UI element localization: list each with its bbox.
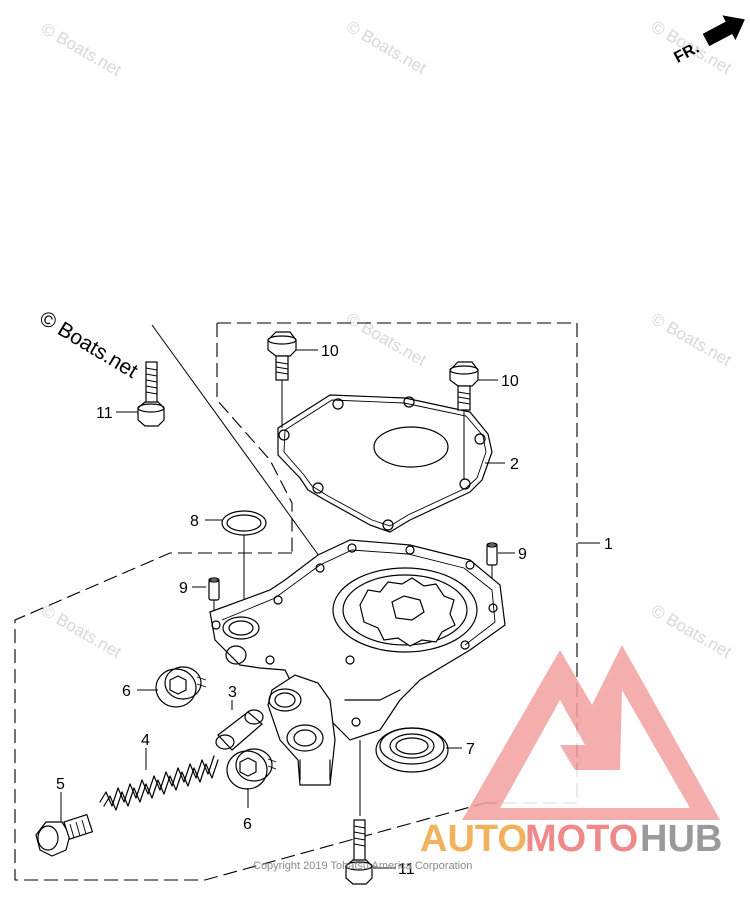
callout-11-lower: 11 bbox=[398, 861, 415, 878]
plug-screw-upper bbox=[155, 666, 207, 708]
bolt-11-upper bbox=[137, 361, 165, 427]
callout-3: 3 bbox=[228, 684, 237, 701]
watermark-text: © Boats.net bbox=[648, 601, 735, 662]
gasket-plate bbox=[277, 394, 493, 533]
leader-line bbox=[151, 324, 336, 579]
callout-1: 1 bbox=[604, 536, 613, 553]
plug-screw-lower bbox=[226, 748, 277, 790]
watermark-text: © Boats.net bbox=[343, 309, 430, 370]
callout-leaders bbox=[60, 349, 600, 869]
callout-10-left: 10 bbox=[321, 343, 339, 360]
automotohub-logo bbox=[462, 645, 720, 820]
callout-4: 4 bbox=[141, 732, 150, 749]
callout-10-right: 10 bbox=[501, 373, 519, 390]
brand-auto: AUTO bbox=[420, 818, 527, 860]
callout-7: 7 bbox=[466, 741, 475, 758]
callout-labels: 1 2 3 4 5 6 6 7 8 9 9 10 10 11 11 bbox=[56, 343, 613, 878]
watermark-text: © Boats.net bbox=[648, 309, 735, 370]
watermark-main: © Boats.net bbox=[35, 307, 141, 383]
watermark-text: © Boats.net bbox=[38, 601, 125, 662]
watermark-text: © Boats.net bbox=[38, 19, 125, 80]
oil-seal bbox=[375, 727, 449, 773]
bolt-10-right bbox=[449, 361, 479, 480]
callout-6-lower: 6 bbox=[243, 816, 252, 833]
watermark-text: © Boats.net bbox=[343, 17, 430, 78]
callout-6-upper: 6 bbox=[122, 683, 131, 700]
copyright-text: Copyright 2019 Tohatsu America Corporati… bbox=[253, 860, 472, 872]
callout-2: 2 bbox=[510, 456, 519, 473]
bolt-11-lower bbox=[345, 740, 373, 885]
plug-bolt bbox=[35, 813, 94, 857]
relief-spring bbox=[99, 755, 219, 811]
brand-hub: HUB bbox=[640, 818, 722, 860]
callout-9-left: 9 bbox=[179, 580, 188, 597]
bolt-10-left bbox=[267, 331, 297, 428]
callout-5: 5 bbox=[56, 776, 65, 793]
dowel-pin-left bbox=[208, 577, 220, 622]
relief-valve bbox=[215, 709, 264, 751]
callout-8: 8 bbox=[190, 513, 199, 530]
oil-pump-body bbox=[209, 539, 506, 786]
brand-moto: MOTO bbox=[525, 818, 638, 860]
callout-11-upper: 11 bbox=[96, 405, 113, 422]
callout-9-right: 9 bbox=[518, 546, 527, 563]
